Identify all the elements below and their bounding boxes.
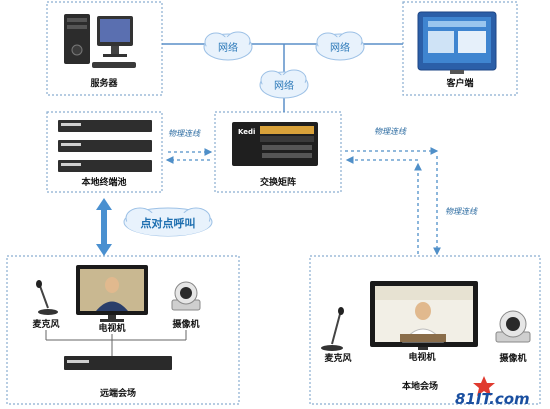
p2p-label: 点对点呼叫 — [141, 216, 196, 230]
server-computer-icon — [64, 14, 136, 68]
cloud-icon: 网络 — [315, 31, 365, 61]
local-tv-label: 电视机 — [408, 351, 435, 363]
switch-matrix-label: 交换矩阵 — [260, 176, 296, 188]
terminal-units-icon — [58, 120, 152, 172]
remote-venue-label: 远端会场 — [100, 387, 136, 399]
watermark-logo: 81IT.com — [455, 376, 530, 408]
microphone-icon — [36, 280, 58, 315]
camera-icon — [495, 310, 531, 343]
local-mic-label: 麦克风 — [324, 352, 351, 364]
cloud-icon: 网络 — [203, 31, 253, 61]
network-label-right: 网络 — [330, 41, 350, 54]
camera-icon — [171, 281, 201, 311]
matrix-brand-label: Kedi — [238, 128, 255, 136]
codec-unit-icon — [45, 330, 187, 370]
remote-tv-label: 电视机 — [98, 322, 125, 334]
network-label-left: 网络 — [218, 41, 238, 54]
server-label: 服务器 — [90, 77, 118, 89]
client-label: 客户端 — [445, 77, 473, 89]
link-label-left: 物理连线 — [168, 129, 201, 138]
client-panel-pc-icon — [417, 11, 497, 74]
tv-icon — [76, 265, 148, 322]
switch-matrix-icon: Kedi — [232, 122, 318, 166]
network-label-center: 网络 — [274, 79, 294, 92]
link-label-right: 物理连线 — [374, 127, 407, 136]
watermark-text: 81IT.com — [455, 390, 530, 408]
local-venue-label: 本地会场 — [402, 380, 438, 392]
p2p-double-arrow-icon — [96, 198, 112, 256]
local-camera-label: 摄像机 — [499, 352, 526, 364]
microphone-icon — [321, 307, 344, 351]
p2p-call-bubble: 点对点呼叫 — [123, 207, 213, 237]
tv-icon — [370, 281, 478, 350]
remote-mic-label: 麦克风 — [32, 318, 59, 330]
terminal-pool-label: 本地终端池 — [81, 176, 126, 188]
link-label-vertical: 物理连线 — [445, 207, 478, 216]
remote-camera-label: 摄像机 — [172, 318, 199, 330]
cloud-icon: 网络 — [259, 69, 309, 99]
